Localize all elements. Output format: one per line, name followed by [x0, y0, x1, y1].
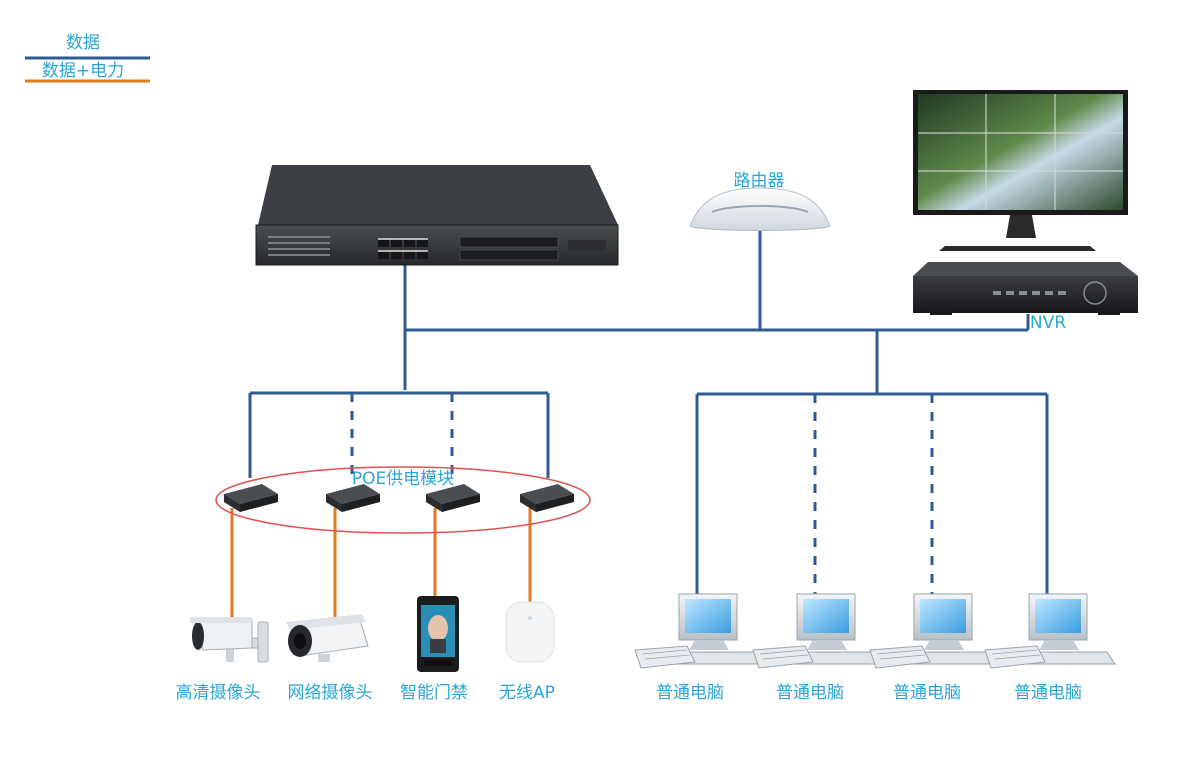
network-camera-label: 网络摄像头 — [288, 683, 373, 703]
pc-2: 普通电脑 — [752, 593, 884, 703]
access-control: 智能门禁 — [400, 596, 468, 703]
data-links-dashed — [350, 393, 934, 596]
wireless-ap-label: 无线AP — [499, 683, 555, 703]
network-camera: 网络摄像头 — [286, 614, 373, 703]
nvr-label: NVR — [1030, 313, 1066, 333]
legend: 数据 数据+电力 — [25, 33, 150, 83]
legend-data-power-label: 数据+电力 — [42, 61, 124, 81]
monitor — [913, 90, 1128, 251]
wireless-ap: 无线AP — [499, 601, 555, 703]
pc-4-label: 普通电脑 — [1014, 683, 1082, 703]
poe-injector-4 — [520, 484, 574, 512]
router: 路由器 — [689, 171, 831, 231]
pc-1: 普通电脑 — [634, 593, 766, 703]
poe-injector-2 — [326, 484, 380, 512]
poe-switch — [255, 165, 619, 266]
access-control-label: 智能门禁 — [400, 683, 468, 703]
legend-data-label: 数据 — [66, 33, 100, 53]
pc-4: 普通电脑 — [984, 593, 1116, 703]
poe-injector-1 — [224, 484, 278, 512]
poe-injector-3 — [426, 484, 480, 512]
pc-2-label: 普通电脑 — [776, 683, 844, 703]
poe-module-label: POE供电模块 — [352, 469, 454, 489]
hd-camera: 高清摄像头 — [176, 617, 269, 703]
router-label: 路由器 — [734, 171, 785, 191]
data-links — [248, 228, 1049, 596]
pc-3-label: 普通电脑 — [893, 683, 961, 703]
poe-ellipse — [215, 466, 591, 534]
pc-1-label: 普通电脑 — [656, 683, 724, 703]
nvr: NVR — [913, 262, 1138, 333]
hd-camera-label: 高清摄像头 — [176, 683, 261, 703]
pc-3: 普通电脑 — [869, 593, 1001, 703]
poe-module-group: POE供电模块 — [215, 466, 591, 534]
